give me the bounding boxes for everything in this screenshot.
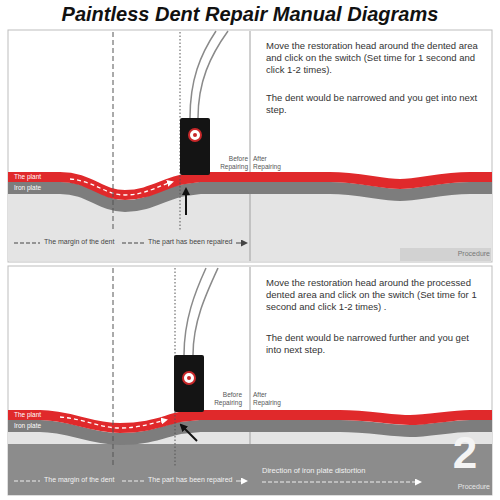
instruction-text: Move the restoration head around the pro… (266, 277, 484, 313)
layer-label: The plant (14, 173, 74, 181)
repair-path-arrow (70, 179, 172, 195)
procedure-label: Procedure (404, 250, 490, 259)
panel-frame (8, 266, 492, 495)
legend-label: The margin of the dent (44, 476, 122, 485)
layer-label: Iron plate (14, 422, 74, 430)
legend-dash (14, 481, 40, 482)
panel-frame (8, 30, 492, 262)
tool-cable (198, 31, 228, 118)
switch-button (183, 372, 195, 384)
restoration-head (180, 118, 210, 175)
before-label: Before Repairing (207, 391, 242, 407)
iron-plate (8, 426, 492, 439)
distortion-label: Direction of iron plate distortion (262, 466, 422, 475)
layer-label: Iron plate (14, 184, 74, 192)
restoration-head (174, 355, 204, 412)
distortion-arrow (262, 482, 420, 483)
switch-button (189, 129, 201, 141)
procedure-number: 2 (440, 431, 490, 475)
tool-cable (184, 268, 206, 355)
legend-dash (14, 243, 40, 244)
switch-dot (187, 376, 191, 380)
procedure-label: Procedure (430, 483, 490, 492)
legend-label: The part has been repaired (148, 476, 238, 485)
legend-dash (122, 481, 144, 482)
after-label: After Repairing (253, 391, 293, 407)
margin-line (113, 32, 114, 230)
result-text: The dent would be narrowed further and y… (266, 332, 484, 356)
legend-label: The margin of the dent (44, 238, 122, 247)
push-arrow (185, 189, 187, 215)
legend-arrow (236, 481, 246, 482)
before-label: Before Repairing (213, 155, 248, 171)
paint-layer (8, 415, 492, 428)
result-text: The dent would be narrowed and you get i… (266, 92, 484, 116)
divider (250, 31, 251, 261)
legend-arrow (236, 243, 246, 244)
tool-cable (190, 31, 216, 118)
margin-line (113, 268, 114, 466)
paint-layer (8, 177, 492, 195)
layer-label: The plant (14, 411, 74, 419)
diagram-title: Paintless Dent Repair Manual Diagrams (5, 3, 495, 26)
iron-plate (8, 188, 492, 206)
legend-dash (122, 243, 144, 244)
instruction-text: Move the restoration head around the den… (266, 40, 484, 76)
push-arrow (181, 425, 197, 441)
after-label: After Repairing (253, 155, 293, 171)
procedure-bar (400, 248, 491, 261)
legend-label: The part has been repaired (148, 238, 238, 247)
bottom-band (8, 444, 492, 495)
switch-dot (193, 133, 197, 137)
tool-cable (193, 268, 218, 355)
